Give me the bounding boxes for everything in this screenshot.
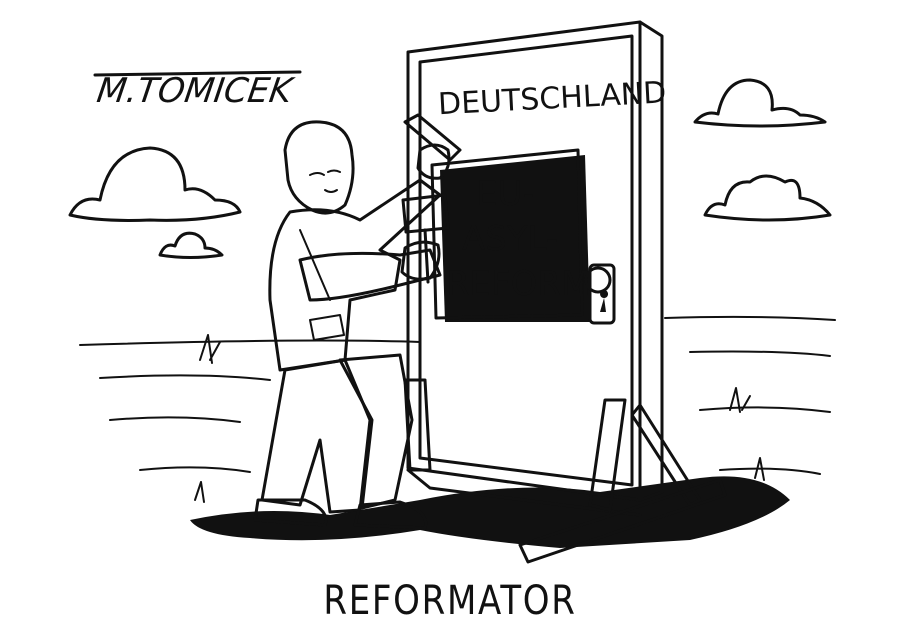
signature: M.TOMICEK [94,71,297,111]
cloud-small [158,231,224,259]
signature-strike [93,70,302,77]
cloud-right-bottom [703,174,832,222]
cloud-left [68,146,242,222]
notice-line-1: EU- [476,174,535,214]
cloud-right-top [693,78,827,128]
door-knob [584,263,616,325]
notice-line-3: REFORM [446,264,590,304]
ground-lines [79,315,836,503]
caption-title: REFORMATOR [323,578,577,624]
notice-sheet: EU- ASYL- REFORM [430,148,590,322]
notice-line-2: ASYL- [462,219,558,259]
door [406,20,664,517]
door-stand [403,378,727,564]
man-figure [253,113,462,530]
